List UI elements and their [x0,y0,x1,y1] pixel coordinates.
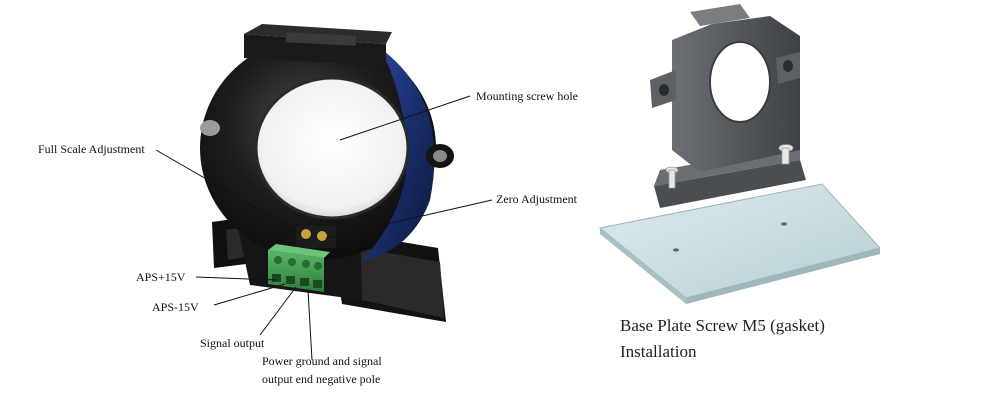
leader-mounting-screw-hole [339,95,471,141]
label-aps-plus: APS+15V [136,270,186,284]
label-signal-output: Signal output [200,336,265,350]
sensor-photo [200,24,454,322]
label-zero-adjustment: Zero Adjustment [496,192,577,206]
leader-signal-output [259,286,297,336]
leader-lines [155,95,493,361]
caption-line1: Base Plate Screw M5 (gasket) [620,316,825,335]
label-power-ground-line2: output end negative pole [262,372,381,386]
label-aps-minus: APS-15V [152,300,199,314]
leader-zero-adjustment [325,199,493,239]
label-mounting-screw-hole: Mounting screw hole [476,89,578,103]
caption-line2: Installation [620,342,697,361]
leader-aps-minus [213,283,286,306]
label-power-ground-line1: Power ground and signal [262,354,382,368]
leader-aps-plus [195,276,277,281]
leader-full-scale-adjustment [155,149,299,233]
installation-cad [598,4,881,304]
leader-power-ground [307,289,313,361]
label-full-scale-adjustment: Full Scale Adjustment [38,142,145,156]
